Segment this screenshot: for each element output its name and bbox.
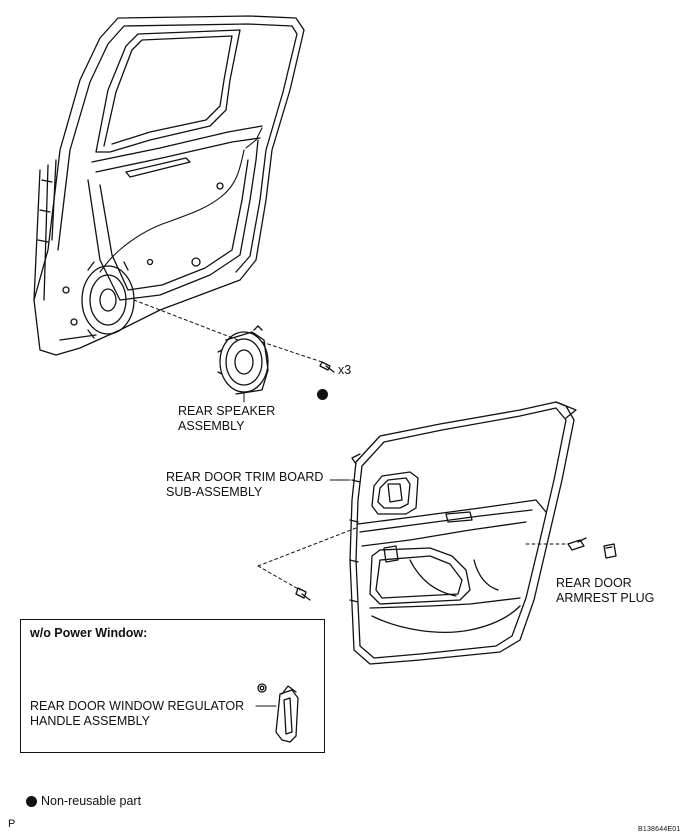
figure-code: B138644E01 (638, 826, 681, 833)
trim-screw-right-icon (567, 537, 587, 551)
handle-label-line1: REAR DOOR WINDOW REGULATOR (30, 699, 245, 713)
inset-box-without-power-window (20, 619, 325, 753)
inset-title: w/o Power Window: (30, 626, 148, 640)
handle-label-line2: HANDLE ASSEMBLY (30, 714, 150, 728)
rear-door-trim-board (349, 401, 577, 665)
armrest-plug-icon (603, 543, 617, 559)
legend-dot-icon (26, 796, 37, 807)
rear-speaker-icon (217, 325, 269, 395)
speaker-label-line2: ASSEMBLY (178, 419, 245, 433)
plug-label-line1: REAR DOOR (556, 576, 632, 590)
regulator-handle-icon (275, 685, 299, 743)
trim-label-line1: REAR DOOR TRIM BOARD (166, 470, 324, 484)
speaker-screw-icon (319, 361, 335, 373)
legend-text: Non-reusable part (41, 794, 142, 808)
non-reusable-dot-icon (317, 389, 328, 400)
rear-door-frame (33, 15, 305, 356)
plug-label-line2: ARMREST PLUG (556, 591, 655, 605)
trim-label-line2: SUB-ASSEMBLY (166, 485, 263, 499)
regulator-clip-icon (257, 683, 267, 693)
speaker-label-line1: REAR SPEAKER (178, 404, 276, 418)
trim-screw-lower-icon (295, 587, 311, 601)
corner-letter: P (8, 818, 16, 830)
screw-quantity-label: x3 (338, 363, 352, 377)
